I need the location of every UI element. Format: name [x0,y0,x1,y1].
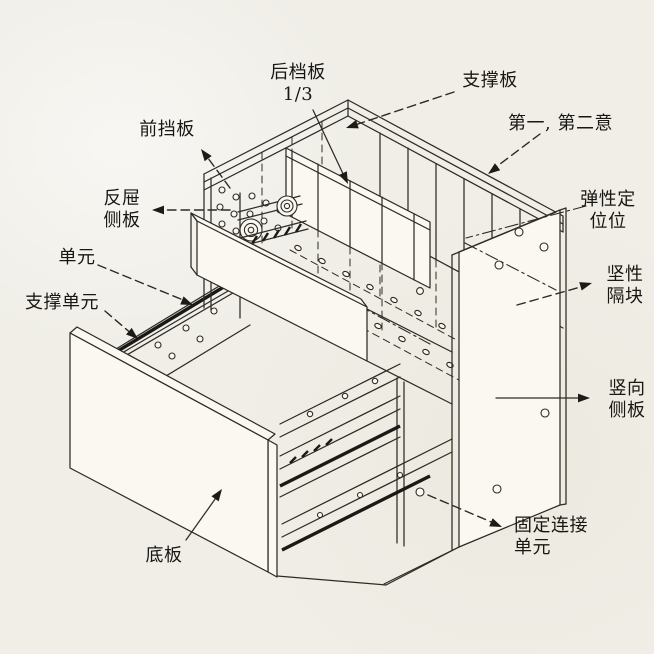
label-bottom-plate: 底板 [145,545,183,566]
label-front-baffle: 前挡板 [139,119,195,140]
label-vertical-side-panel: 竖向 侧板 [608,378,646,422]
label-rear-baffle: 后档板 1/3 [256,62,340,107]
label-rear-baffle-line1: 后档板 [270,62,326,83]
inner-partition-edge [396,287,425,547]
right-vertical-side-panel [383,207,567,585]
drawer-slide-rollers [237,195,309,247]
label-support-unit: 支撑单元 [25,292,99,313]
lower-drawer-front-panel [69,326,278,578]
label-drawer-side-panel: 反屉 侧板 [103,188,141,232]
rear-baffle-panel [285,147,431,334]
label-elastic-positioner: 弹性定 位位 [580,189,636,233]
label-first-second-note: 第一, 第二意 [508,113,613,134]
upper-drawer-front-bar [190,212,453,405]
label-fixed-connection-unit: 固定连接 单元 [514,515,588,559]
label-support-plate: 支撑板 [462,70,518,91]
lower-drawer-rails [276,363,460,586]
leader-lines [97,91,592,541]
label-unit: 单元 [58,247,96,268]
label-rigid-spacer: 坚性 隔块 [606,264,644,308]
label-rear-baffle-line2: 1/3 [282,84,314,106]
